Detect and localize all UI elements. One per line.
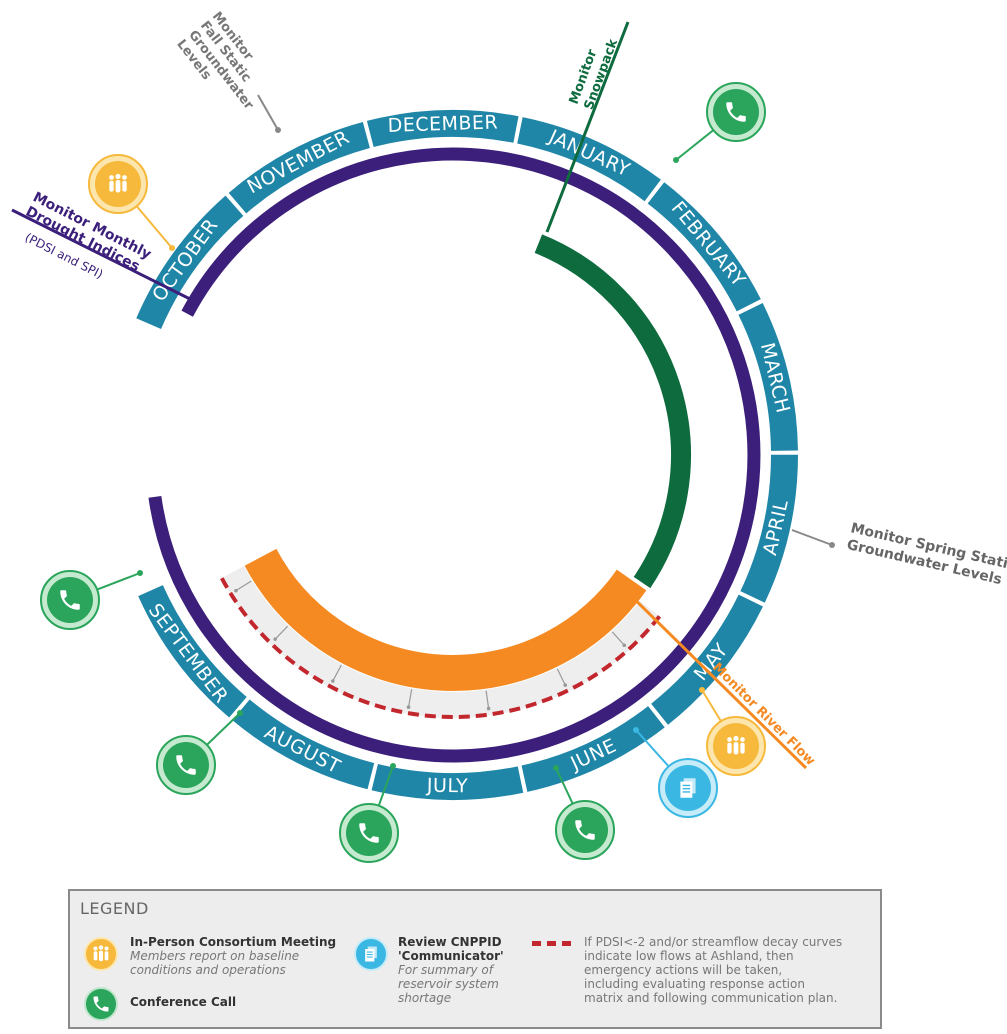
- month-segment-september: [138, 585, 247, 718]
- drought-indices-ring: [148, 147, 761, 763]
- month-segment-october: [136, 195, 244, 329]
- month-label-july: JULY: [426, 775, 469, 798]
- month-segment-august: [232, 699, 375, 790]
- legend-dashed-text: If PDSI<-2 and/or streamflow decay curve…: [584, 935, 874, 1005]
- month-label-october: OCTOBER: [148, 215, 223, 306]
- legend-dashed-note-4: including evaluating response action: [584, 977, 805, 991]
- month-segment-december: [366, 109, 519, 148]
- emergency-zone-fill: [220, 566, 661, 718]
- phone-icon: [555, 800, 615, 860]
- month-segment-july: [371, 764, 524, 800]
- legend-dashed-note-5: matrix and following communication plan.: [584, 991, 838, 1005]
- decay-arrow: [332, 664, 342, 682]
- river-flow-monitoring-band: [244, 548, 647, 691]
- connector-dot: [553, 765, 559, 771]
- phone-icon: [156, 735, 216, 795]
- decay-arrow-head: [273, 637, 277, 641]
- connector-dot: [390, 763, 396, 769]
- legend-meeting-note-2: conditions and operations: [130, 963, 286, 977]
- snowpack-label: Monitor Snowpack: [567, 31, 622, 111]
- legend-meeting-note-1: Members report on baseline: [130, 949, 300, 963]
- decay-arrow-head: [622, 643, 627, 648]
- connector-dot: [237, 710, 243, 716]
- legend-people-icon: [84, 937, 118, 971]
- decay-arrow: [611, 631, 625, 646]
- month-segment-january: [517, 117, 661, 202]
- connector-dot: [137, 570, 143, 576]
- legend-phone-icon: [84, 987, 118, 1021]
- drought-monitoring-cycle-diagram: OCTOBERNOVEMBERDECEMBERJANUARYFEBRUARYMA…: [11, 9, 1007, 863]
- legend: LEGEND In-Person Consortium Meeting Memb…: [68, 889, 882, 1029]
- month-label-december: DECEMBER: [387, 111, 498, 136]
- legend-dashed-note-1: If PDSI<-2 and/or streamflow decay curve…: [584, 935, 843, 949]
- decay-arrows: [234, 580, 627, 711]
- month-label-november: NOVEMBER: [244, 126, 354, 198]
- month-segment-february: [647, 182, 761, 312]
- legend-dashed-note-2: indicate low flows at Ashland, then: [584, 949, 794, 963]
- drought-indices-indicator-line: [11, 208, 193, 302]
- legend-review-title-1: Review CNPPID: [398, 935, 502, 949]
- fall-groundwater-dot: [275, 127, 281, 133]
- decay-arrow-head: [234, 588, 238, 593]
- legend-call-title: Conference Call: [130, 995, 237, 1009]
- connector-dot: [633, 727, 639, 733]
- spring-groundwater-connector: [791, 529, 833, 546]
- decay-arrow-head: [331, 679, 335, 683]
- decay-arrow: [235, 580, 252, 592]
- decay-arrow-head: [406, 705, 411, 709]
- spring-groundwater-label: Monitor Spring Static Groundwater Levels: [845, 520, 1007, 591]
- legend-review-title-2: 'Communicator': [398, 949, 504, 963]
- month-segment-april: [740, 454, 799, 603]
- phone-icon: [706, 82, 766, 142]
- people-icon: [706, 716, 766, 776]
- legend-review-note-2: reservoir system: [398, 977, 499, 991]
- month-label-february: FEBRUARY: [667, 197, 750, 291]
- emergency-action-dashed-line: [219, 577, 662, 719]
- decay-arrow: [556, 668, 566, 686]
- legend-dashed-note-3: emergency actions will be taken,: [584, 963, 783, 977]
- legend-review-text: Review CNPPID 'Communicator' For summary…: [398, 935, 504, 1005]
- decay-arrow-head: [486, 706, 491, 711]
- month-segment-may: [651, 594, 763, 725]
- event-icons: [40, 82, 766, 863]
- connector-dot: [699, 687, 705, 693]
- document-icon: [658, 758, 718, 818]
- people-icon: [88, 154, 148, 214]
- phone-icon: [339, 803, 399, 863]
- legend-document-icon: [354, 937, 388, 971]
- snowpack-indicator-line: [545, 21, 630, 233]
- legend-review-note-1: For summary of: [398, 963, 493, 977]
- decay-arrow: [274, 625, 289, 640]
- decay-arrow: [485, 690, 490, 709]
- river-flow-indicator-line: [612, 577, 808, 770]
- month-segment-march: [738, 302, 798, 451]
- month-segment-november: [228, 121, 370, 214]
- snowpack-monitoring-arc: [534, 234, 691, 589]
- legend-dashed-line-swatch: [532, 941, 576, 946]
- legend-title: LEGEND: [80, 899, 149, 918]
- legend-review-note-3: shortage: [398, 991, 452, 1005]
- legend-meeting-text: In-Person Consortium Meeting Members rep…: [130, 935, 336, 977]
- decay-arrow: [407, 689, 413, 708]
- phone-icon: [40, 570, 100, 630]
- connector-dot: [673, 157, 679, 163]
- legend-meeting-title: In-Person Consortium Meeting: [130, 935, 337, 949]
- decay-arrow-head: [563, 683, 568, 687]
- fall-groundwater-connector: [257, 94, 279, 131]
- connector-dot: [169, 245, 175, 251]
- spring-groundwater-dot: [829, 542, 835, 548]
- month-ring: [136, 109, 799, 800]
